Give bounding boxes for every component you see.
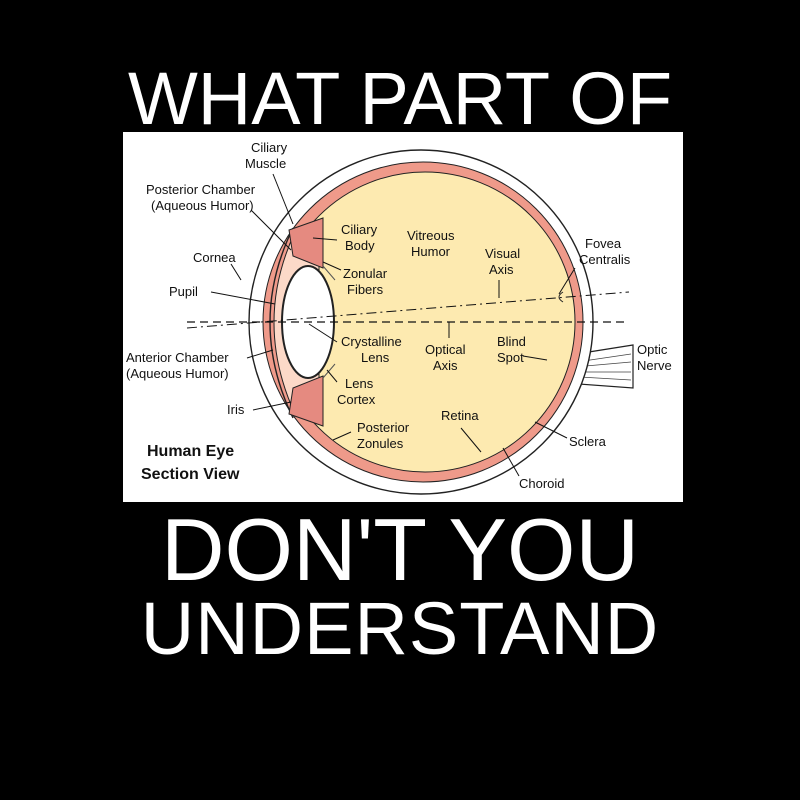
headline-middle: DON'T YOU xyxy=(160,500,640,599)
label-posterior-chamber: Posterior Chamber(Aqueous Humor) xyxy=(146,182,256,213)
iris-upper xyxy=(288,217,324,269)
label-pupil: Pupil xyxy=(169,284,198,299)
leader-lines xyxy=(210,173,576,477)
label-sclera: Sclera xyxy=(569,434,607,449)
headline-bottom: UNDERSTAND xyxy=(140,587,660,670)
optic-nerve-fibers xyxy=(562,353,632,381)
label-retina: Retina xyxy=(441,408,479,423)
label-iris: Iris xyxy=(227,402,245,417)
fovea-shape xyxy=(558,291,564,303)
visual-axis-line xyxy=(186,291,630,329)
label-cornea: Cornea xyxy=(193,250,236,265)
label-choroid: Choroid xyxy=(519,476,565,491)
headline-top: WHAT PART OF xyxy=(127,57,673,140)
zonules xyxy=(322,265,336,379)
iris-lower xyxy=(288,375,324,427)
label-anterior-chamber: Anterior Chamber(Aqueous Humor) xyxy=(126,350,229,381)
